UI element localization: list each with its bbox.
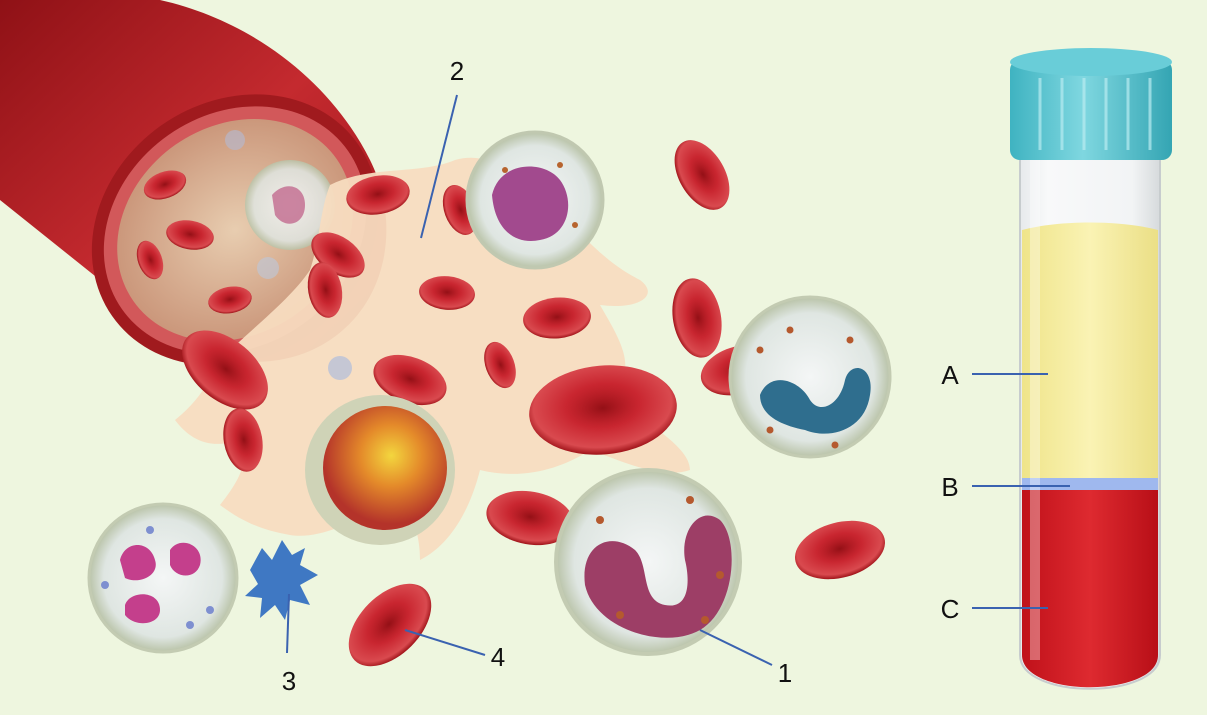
label-A: A — [941, 360, 959, 390]
label-1: 1 — [778, 658, 792, 688]
label-B: B — [941, 472, 958, 502]
monocyte-top — [467, 132, 603, 268]
label-4: 4 — [491, 642, 505, 672]
tube-buffy-layer — [1022, 478, 1158, 490]
lymphocyte-center — [305, 395, 455, 545]
tube-red-layer — [1022, 485, 1158, 687]
neutrophil-bottom — [556, 470, 740, 654]
tube-plasma-layer — [1022, 223, 1158, 479]
label-3: 3 — [282, 666, 296, 696]
eosinophil-bottom-left — [89, 504, 237, 652]
tube-cap — [1010, 48, 1172, 160]
test-tube — [1010, 48, 1172, 689]
neutrophil-right — [730, 297, 890, 457]
label-2: 2 — [450, 56, 464, 86]
label-C: C — [941, 594, 960, 624]
